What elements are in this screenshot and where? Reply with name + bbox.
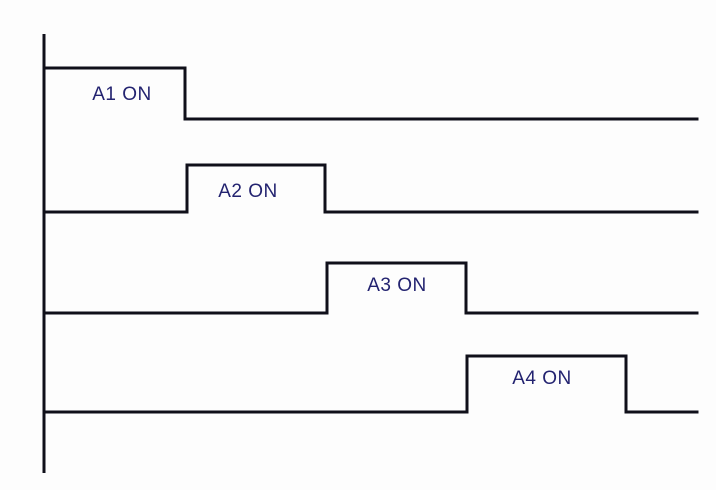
signal-a1-waveform: [42, 66, 699, 121]
signal-a4-waveform: [42, 354, 699, 414]
signal-a1-label: A1 ON: [92, 84, 152, 105]
signal-a2-label: A2 ON: [218, 181, 278, 202]
signal-a3-waveform: [42, 261, 699, 315]
signal-a2-waveform: [42, 163, 699, 214]
signal-a4-label: A4 ON: [512, 368, 572, 389]
signal-a3-label: A3 ON: [367, 275, 427, 296]
